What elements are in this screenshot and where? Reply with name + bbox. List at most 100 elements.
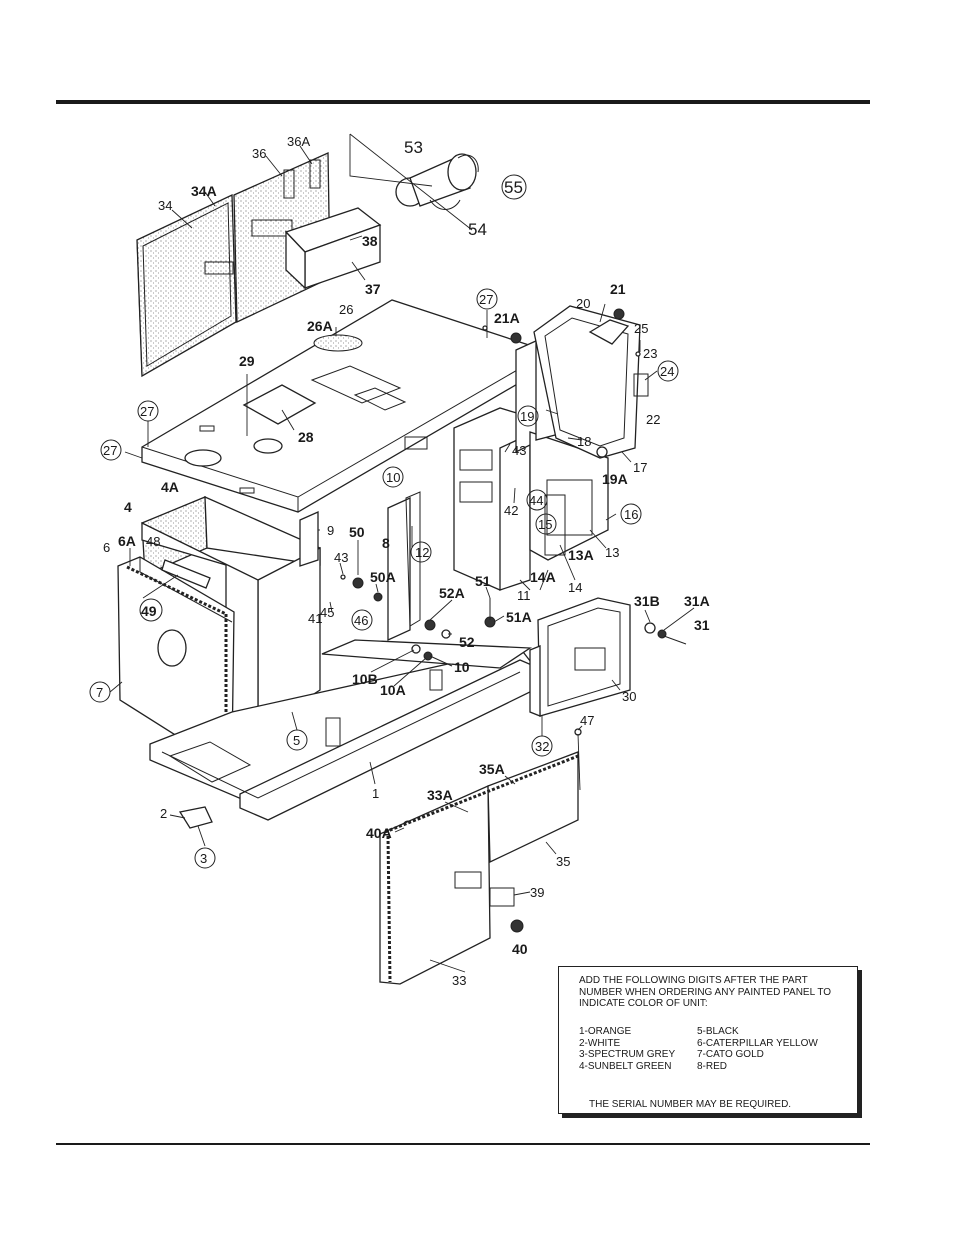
callout-54: 54 bbox=[468, 220, 487, 239]
callout-28: 28 bbox=[298, 429, 314, 445]
muffler-53 bbox=[395, 153, 479, 210]
callout-36: 36 bbox=[252, 146, 266, 161]
color-item: 3-SPECTRUM GREY bbox=[579, 1049, 676, 1060]
bottom-rule bbox=[56, 1143, 870, 1145]
callout-10-lower: 10 bbox=[454, 659, 470, 675]
callout-4a: 4A bbox=[161, 479, 179, 495]
callout-36a: 36A bbox=[287, 134, 310, 149]
roof-top-frame bbox=[141, 299, 539, 513]
callout-55: 55 bbox=[504, 178, 523, 197]
callout-45: 45 bbox=[320, 605, 334, 620]
callout-40: 40 bbox=[512, 941, 528, 957]
color-item: 1-ORANGE bbox=[579, 1026, 632, 1037]
callout-8: 8 bbox=[382, 535, 390, 551]
callout-35: 35 bbox=[556, 854, 570, 869]
color-code-note: ADD THE FOLLOWING DIGITS AFTER THE PART … bbox=[558, 966, 858, 1114]
callout-23: 23 bbox=[643, 346, 657, 361]
callout-19: 19 bbox=[520, 409, 534, 424]
callout-42: 42 bbox=[504, 503, 518, 518]
callout-53: 53 bbox=[404, 138, 423, 157]
color-list-left: 1-ORANGE 2-WHITE 3-SPECTRUM GREY 4-SUNBE… bbox=[579, 1026, 675, 1072]
panel-frame-17 bbox=[533, 305, 649, 459]
callout-9: 9 bbox=[327, 523, 334, 538]
callout-43-upper: 43 bbox=[512, 443, 526, 458]
color-item: 8-RED bbox=[697, 1060, 728, 1072]
callout-33: 33 bbox=[452, 973, 466, 988]
callout-51: 51 bbox=[475, 573, 491, 589]
color-item: 4-SUNBELT GREEN bbox=[579, 1060, 672, 1072]
callout-26: 26 bbox=[339, 302, 353, 317]
callout-50a: 50A bbox=[370, 569, 396, 585]
rear-panel-34 bbox=[136, 193, 237, 378]
color-item: 6-CATERPILLAR YELLOW bbox=[697, 1037, 818, 1049]
callout-40a: 40A bbox=[366, 825, 392, 841]
callout-34a: 34A bbox=[191, 183, 217, 199]
callout-12: 12 bbox=[415, 545, 429, 560]
callout-1: 1 bbox=[372, 786, 379, 801]
callout-17: 17 bbox=[633, 460, 647, 475]
callout-10a: 10A bbox=[380, 682, 406, 698]
callout-21: 21 bbox=[610, 281, 626, 297]
callout-35a: 35A bbox=[479, 761, 505, 777]
callout-15: 15 bbox=[538, 517, 552, 532]
callout-31: 31 bbox=[694, 617, 710, 633]
callout-7: 7 bbox=[96, 685, 103, 700]
front-panel-30 bbox=[529, 597, 631, 717]
callout-48: 48 bbox=[146, 534, 160, 549]
exhaust-box-37 bbox=[284, 207, 382, 290]
callout-25: 25 bbox=[634, 321, 648, 336]
callout-20: 20 bbox=[576, 296, 590, 311]
callout-41: 41 bbox=[308, 611, 322, 626]
serial-number-note: THE SERIAL NUMBER MAY BE REQUIRED. bbox=[589, 1099, 792, 1110]
leader-lines bbox=[109, 145, 695, 973]
callout-circles bbox=[89, 174, 679, 869]
callout-6a: 6A bbox=[118, 533, 136, 549]
callout-13: 13 bbox=[605, 545, 619, 560]
top-rule bbox=[56, 100, 870, 104]
callout-37: 37 bbox=[365, 281, 381, 297]
callout-39: 39 bbox=[530, 885, 544, 900]
callout-10b: 10B bbox=[352, 671, 378, 687]
callout-16: 16 bbox=[624, 507, 638, 522]
center-supports bbox=[299, 436, 428, 642]
callout-27-corner: 27 bbox=[103, 443, 117, 458]
callout-24: 24 bbox=[660, 364, 674, 379]
color-item: 5-BLACK bbox=[697, 1026, 739, 1037]
callout-27-left: 27 bbox=[140, 404, 154, 419]
callout-3: 3 bbox=[200, 851, 207, 866]
callout-50: 50 bbox=[349, 524, 365, 540]
callout-30: 30 bbox=[622, 689, 636, 704]
callout-49: 49 bbox=[141, 603, 157, 619]
callout-44: 44 bbox=[529, 493, 543, 508]
callout-29: 29 bbox=[239, 353, 255, 369]
callout-11: 11 bbox=[517, 588, 531, 603]
color-item: 2-WHITE bbox=[579, 1037, 621, 1049]
callout-26a: 26A bbox=[307, 318, 333, 334]
callout-2: 2 bbox=[160, 806, 167, 821]
callout-18: 18 bbox=[577, 434, 591, 449]
color-note-instruction: ADD THE FOLLOWING DIGITS AFTER THE PART … bbox=[579, 975, 832, 1009]
callout-14: 14 bbox=[568, 580, 582, 595]
callout-31a: 31A bbox=[684, 593, 710, 609]
callout-43-lower: 43 bbox=[334, 550, 348, 565]
callout-27-top: 27 bbox=[479, 292, 493, 307]
callout-32: 32 bbox=[535, 739, 549, 754]
callout-34: 34 bbox=[158, 198, 172, 213]
callout-19a: 19A bbox=[602, 471, 628, 487]
callout-52: 52 bbox=[459, 634, 475, 650]
callout-33a: 33A bbox=[427, 787, 453, 803]
callout-21a: 21A bbox=[494, 310, 520, 326]
side-door-33 bbox=[379, 751, 579, 985]
color-list-right: 5-BLACK 6-CATERPILLAR YELLOW 7-CATO GOLD… bbox=[697, 1026, 818, 1072]
callout-47: 47 bbox=[580, 713, 594, 728]
callout-31b: 31B bbox=[634, 593, 660, 609]
callout-6: 6 bbox=[103, 540, 110, 555]
callout-14a: 14A bbox=[530, 569, 556, 585]
callout-38: 38 bbox=[362, 233, 378, 249]
callout-5: 5 bbox=[293, 733, 300, 748]
callout-46: 46 bbox=[354, 613, 368, 628]
callout-51a: 51A bbox=[506, 609, 532, 625]
callout-22: 22 bbox=[646, 412, 660, 427]
callout-10-upper: 10 bbox=[386, 470, 400, 485]
